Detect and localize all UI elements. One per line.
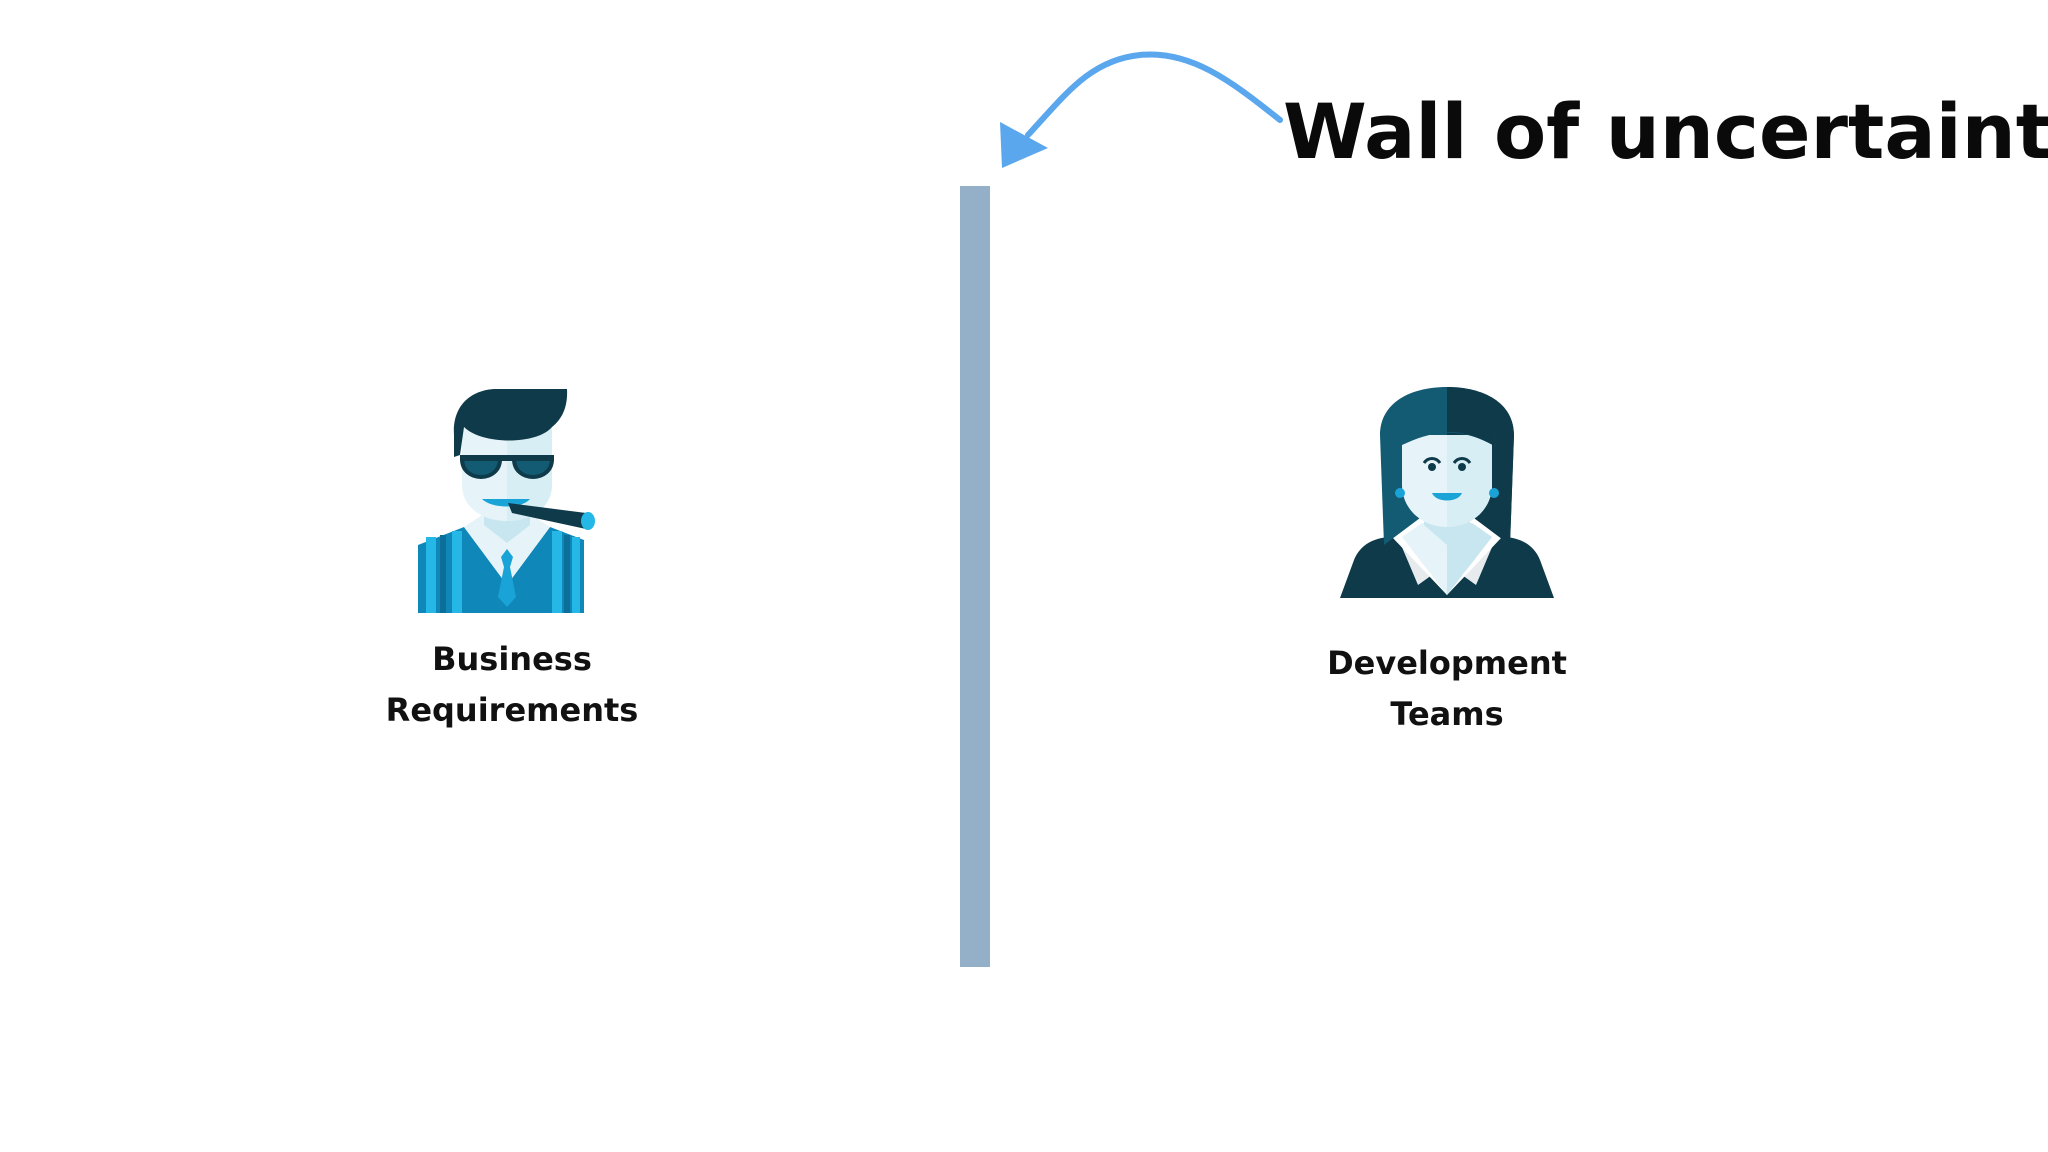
development-label-line2: Teams [1390,695,1504,733]
slide-title: Wall of uncertainty [1283,87,2048,176]
business-label-line2: Requirements [385,691,639,729]
development-label-line1: Development [1327,644,1567,682]
business-requirements-label: Business Requirements [372,634,652,736]
development-teams-label: Development Teams [1317,638,1577,740]
curved-arrow-icon [1000,51,1283,168]
business-label-line1: Business [432,640,592,678]
businessman-icon [418,389,595,613]
developer-woman-icon [1340,387,1554,598]
wall-of-uncertainty-bar [960,186,990,967]
